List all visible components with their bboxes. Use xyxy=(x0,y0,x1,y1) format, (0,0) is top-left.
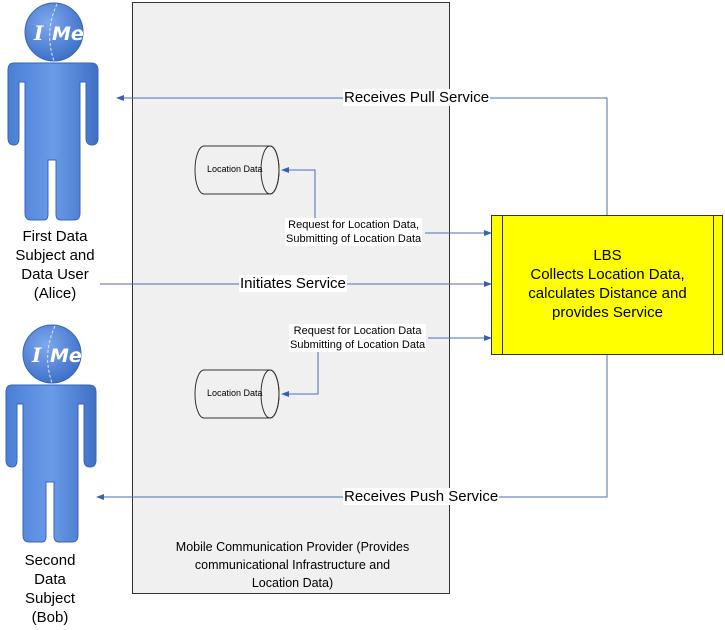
lbs-right-bar xyxy=(713,216,714,354)
lbs-description: LBS Collects Location Data, calculates D… xyxy=(500,246,715,322)
actor-alice-figure: I Me xyxy=(7,2,99,221)
svg-text:Me: Me xyxy=(52,23,84,45)
pull-service-label: Receives Pull Service xyxy=(343,89,491,106)
request-top-line: Submitting of Location Data xyxy=(286,233,422,245)
svg-text:I: I xyxy=(33,21,44,45)
initiate-service-label: Initiates Service xyxy=(239,275,347,292)
request-top-line: Request for Location Data, xyxy=(288,219,419,231)
actor-label-line: Subject and xyxy=(15,247,95,264)
lbs-left-bar xyxy=(502,216,503,354)
datastore-bottom-label: Location Data xyxy=(207,388,263,398)
provider-label-line: communicational Infrastructure and xyxy=(194,558,391,572)
person-head-icon xyxy=(22,324,82,384)
lbs-line: provides Service xyxy=(552,304,663,321)
request-top-to-datastore-connector xyxy=(281,167,316,218)
actor-label-line: First Data xyxy=(22,228,88,245)
pull-service-connector xyxy=(116,95,608,215)
actor-bob-figure: I Me xyxy=(5,324,97,543)
actor-label-line: Data xyxy=(34,571,66,588)
request-bottom-line: Submitting of Location Data xyxy=(290,339,426,351)
provider-label-line: Location Data) xyxy=(251,576,334,590)
actor-label-line: Data User xyxy=(21,266,89,283)
datastore-bottom-shape xyxy=(194,369,280,419)
push-service-connector xyxy=(96,355,608,500)
actor-label-line: (Alice) xyxy=(33,285,77,302)
request-top-label: Request for Location Data, Submitting of… xyxy=(285,218,423,246)
actor-label-line: (Bob) xyxy=(31,609,69,626)
person-body-icon xyxy=(5,384,97,543)
person-head-icon xyxy=(24,2,84,62)
actor-label-line: Second xyxy=(24,552,76,569)
request-bottom-to-datastore-connector xyxy=(281,350,319,397)
actor-label-line: Subject xyxy=(24,590,76,607)
request-bottom-line: Request for Location Data xyxy=(293,325,422,337)
datastore-top-shape xyxy=(194,145,280,195)
lbs-title: LBS xyxy=(593,247,622,264)
provider-label: Mobile Communication Provider (Provides … xyxy=(150,538,435,592)
request-bottom-label: Request for Location Data Submitting of … xyxy=(289,324,427,352)
svg-text:I: I xyxy=(31,343,42,367)
lbs-line: calculates Distance and xyxy=(528,285,687,302)
datastore-top-label: Location Data xyxy=(207,164,263,174)
actor-alice-label: First Data Subject and Data User (Alice) xyxy=(0,227,110,303)
person-body-icon xyxy=(7,62,99,221)
actor-bob-label: Second Data Subject (Bob) xyxy=(0,551,105,627)
lbs-line: Collects Location Data, xyxy=(530,266,685,283)
push-service-label: Receives Push Service xyxy=(343,488,500,505)
lbs-box xyxy=(491,215,723,355)
provider-label-line: Mobile Communication Provider (Provides xyxy=(175,540,410,554)
svg-text:Me: Me xyxy=(50,345,82,367)
